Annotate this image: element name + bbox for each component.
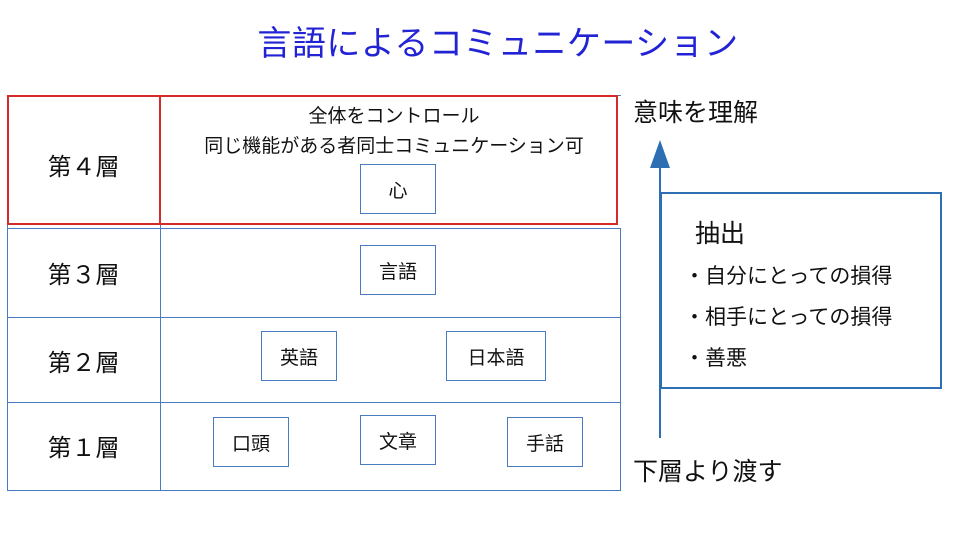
box-language: 言語 [360, 245, 436, 295]
extract-item-self-gain: ・自分にとっての損得 [684, 264, 893, 288]
row-divider [7, 402, 621, 403]
layer-1-label: 第１層 [47, 434, 120, 462]
understand-meaning-label: 意味を理解 [633, 98, 759, 127]
layer-table: 第４層 全体をコントロール 同じ機能がある者同士コミュニケーション可 心 第３層… [7, 95, 621, 491]
box-written: 文章 [360, 415, 436, 465]
page-title: 言語によるコミュニケーション [257, 24, 739, 64]
table-left-border [7, 95, 8, 491]
extract-title: 抽出 [695, 219, 746, 248]
pass-from-lower-label: 下層より渡す [633, 457, 783, 486]
layer-4-desc-line-2: 同じ機能がある者同士コミュニケーション可 [204, 135, 584, 157]
box-heart: 心 [360, 164, 436, 214]
layer-3-label: 第３層 [47, 261, 120, 289]
box-english: 英語 [261, 331, 337, 381]
box-oral: 口頭 [213, 417, 289, 467]
column-divider [160, 95, 161, 491]
extract-item-good-evil: ・善悪 [684, 346, 747, 370]
layer-2-label: 第２層 [47, 349, 120, 377]
layer-4-desc-line-1: 全体をコントロール [308, 105, 480, 127]
row-divider [7, 228, 621, 229]
box-japanese: 日本語 [446, 331, 546, 381]
layer-4-highlight [7, 95, 618, 225]
table-right-border [620, 228, 621, 490]
extract-item-other-gain: ・相手にとっての損得 [684, 305, 893, 329]
box-sign-language: 手話 [507, 417, 583, 467]
row-divider [7, 317, 621, 318]
layer-4-label: 第４層 [47, 153, 120, 181]
table-bottom-border [7, 490, 621, 491]
layer-4-highlight-divider [159, 95, 161, 225]
extract-box: 抽出 ・自分にとっての損得 ・相手にとっての損得 ・善悪 [660, 192, 942, 389]
up-arrow-icon [650, 140, 670, 168]
